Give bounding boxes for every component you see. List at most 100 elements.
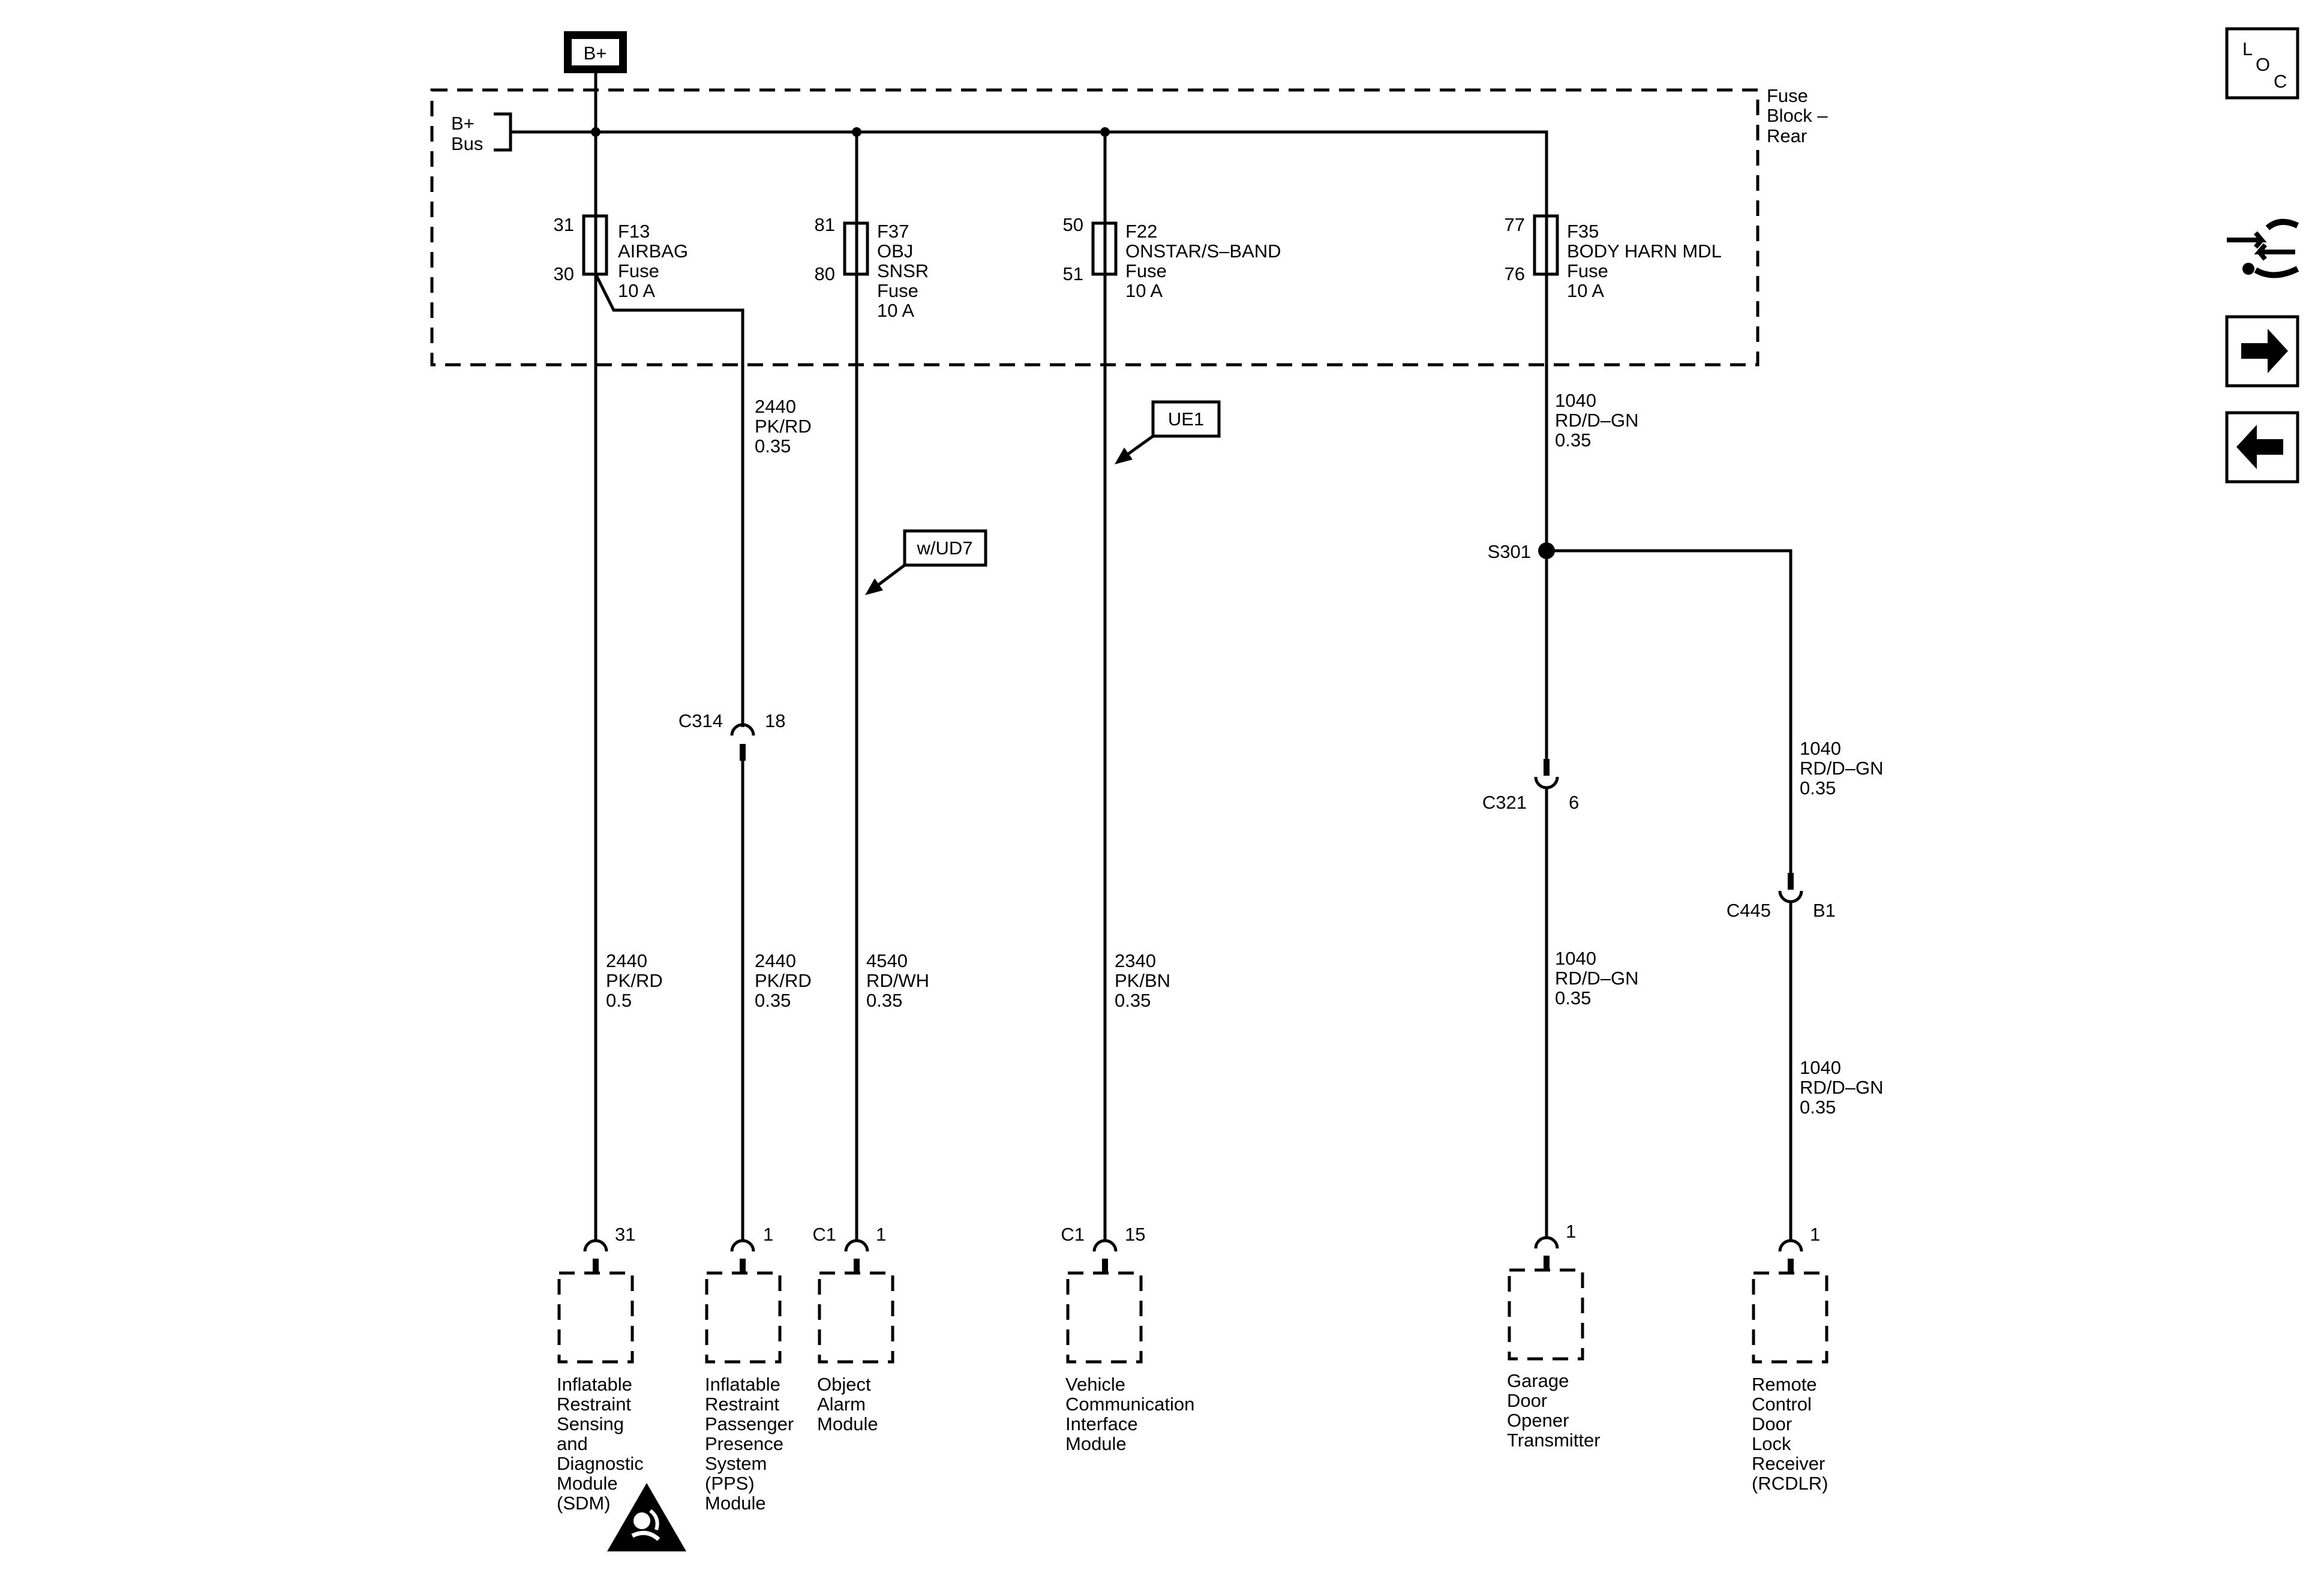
svg-text:RD/D–GN: RD/D–GN — [1800, 1077, 1884, 1098]
svg-text:Block –: Block – — [1767, 105, 1828, 126]
svg-text:Opener: Opener — [1507, 1410, 1569, 1431]
module-sdm: 31 Inflatable Restraint Sensing and Diag… — [557, 1224, 644, 1514]
svg-text:31: 31 — [615, 1224, 635, 1245]
svg-text:2440: 2440 — [755, 950, 796, 971]
svg-text:81: 81 — [815, 214, 835, 235]
connector-c321: C321 6 — [1482, 759, 1579, 813]
svg-text:RD/WH: RD/WH — [866, 970, 929, 991]
svg-text:4540: 4540 — [866, 950, 908, 971]
svg-text:10 A: 10 A — [877, 300, 914, 321]
svg-text:Fuse: Fuse — [1125, 260, 1167, 281]
svg-text:15: 15 — [1125, 1224, 1145, 1245]
wire-label-2340: 2340 PK/BN 0.35 — [1115, 950, 1170, 1011]
connector-c314: C314 18 — [678, 710, 785, 761]
svg-text:Module: Module — [557, 1473, 618, 1494]
svg-text:F37: F37 — [877, 221, 909, 242]
svg-text:RD/D–GN: RD/D–GN — [1555, 968, 1639, 989]
svg-text:C1: C1 — [1061, 1224, 1085, 1245]
svg-text:6: 6 — [1569, 792, 1579, 813]
svg-text:Restraint: Restraint — [705, 1394, 779, 1415]
b-plus-terminal: B+ — [564, 31, 627, 73]
fuse-f37: 81 80 F37 OBJ SNSR Fuse 10 A — [815, 214, 929, 321]
svg-text:Object: Object — [817, 1374, 871, 1395]
arrow-right-icon[interactable] — [2225, 315, 2299, 388]
svg-text:Transmitter: Transmitter — [1507, 1430, 1601, 1451]
svg-text:ONSTAR/S–BAND: ONSTAR/S–BAND — [1125, 241, 1281, 262]
svg-text:SNSR: SNSR — [877, 260, 929, 281]
svg-text:1040: 1040 — [1800, 738, 1841, 759]
svg-text:Remote: Remote — [1752, 1374, 1817, 1395]
svg-text:0.35: 0.35 — [1800, 1097, 1836, 1118]
svg-text:1: 1 — [1566, 1221, 1576, 1242]
module-vcim: C1 15 Vehicle Communication Interface Mo… — [1061, 1224, 1194, 1454]
fuse-f35: 77 76 F35 BODY HARN MDL Fuse 10 A — [1505, 214, 1722, 301]
svg-text:Sensing: Sensing — [557, 1413, 624, 1434]
svg-text:0.35: 0.35 — [1115, 990, 1151, 1011]
wire-label-1040-rcdlr-lower: 1040 RD/D–GN 0.35 — [1800, 1057, 1884, 1118]
fuse-f13: 31 30 F13 AIRBAG Fuse 10 A — [554, 214, 689, 301]
arrow-left-icon[interactable] — [2225, 411, 2299, 484]
module-rcdlr: 1 Remote Control Door Lock Receiver (RCD… — [1752, 1224, 1828, 1494]
svg-text:UE1: UE1 — [1168, 409, 1204, 430]
svg-text:RD/D–GN: RD/D–GN — [1800, 758, 1884, 779]
svg-text:Door: Door — [1507, 1390, 1547, 1411]
svg-text:Alarm: Alarm — [817, 1394, 866, 1415]
svg-text:w/UD7: w/UD7 — [916, 538, 972, 559]
svg-text:Inflatable: Inflatable — [557, 1374, 632, 1395]
svg-text:Module: Module — [705, 1493, 766, 1514]
bus-junction — [1100, 127, 1110, 137]
fuse-block-label: Fuse Block – Rear — [1767, 85, 1828, 146]
b-plus-label: B+ — [584, 43, 607, 64]
wire-label-1040-rcdlr-upper: 1040 RD/D–GN 0.35 — [1800, 738, 1884, 798]
svg-text:1: 1 — [876, 1224, 886, 1245]
svg-text:31: 31 — [554, 214, 574, 235]
svg-text:Lock: Lock — [1752, 1433, 1791, 1454]
svg-text:76: 76 — [1505, 263, 1525, 284]
svg-text:Rear: Rear — [1767, 125, 1807, 146]
wire-label-2440-sdm: 2440 PK/RD 0.5 — [606, 950, 663, 1011]
svg-text:System: System — [705, 1453, 767, 1474]
svg-text:0.35: 0.35 — [755, 436, 791, 457]
wire-1040-branch — [1547, 549, 1792, 873]
svg-text:2440: 2440 — [606, 950, 647, 971]
svg-text:2440: 2440 — [755, 396, 796, 417]
svg-text:1: 1 — [763, 1224, 773, 1245]
svg-text:10 A: 10 A — [618, 280, 655, 301]
svg-text:BODY HARN MDL: BODY HARN MDL — [1567, 241, 1722, 262]
svg-text:PK/RD: PK/RD — [755, 416, 812, 437]
connector-tool-icon[interactable] — [2227, 219, 2299, 278]
loc-icon[interactable]: L O C — [2225, 27, 2299, 100]
airbag-warning-icon — [607, 1483, 686, 1551]
svg-text:Door: Door — [1752, 1413, 1792, 1434]
wire-label-1040-gdo: 1040 RD/D–GN 0.35 — [1555, 948, 1639, 1008]
svg-text:50: 50 — [1063, 214, 1083, 235]
svg-text:Fuse: Fuse — [1567, 260, 1608, 281]
svg-text:Garage: Garage — [1507, 1370, 1569, 1391]
svg-text:C314: C314 — [678, 710, 723, 731]
svg-text:Module: Module — [1065, 1433, 1127, 1454]
svg-text:C: C — [2274, 71, 2287, 92]
wire-label-2440-pps: 2440 PK/RD 0.35 — [755, 950, 812, 1011]
svg-text:F22: F22 — [1125, 221, 1157, 242]
svg-text:Diagnostic: Diagnostic — [557, 1453, 644, 1474]
svg-text:Passenger: Passenger — [705, 1413, 794, 1434]
svg-text:(RCDLR): (RCDLR) — [1752, 1473, 1828, 1494]
svg-text:O: O — [2256, 54, 2270, 75]
svg-text:Communication: Communication — [1065, 1394, 1194, 1415]
svg-text:Interface: Interface — [1065, 1413, 1138, 1434]
splice-s301: S301 — [1488, 541, 1555, 562]
option-ud7: w/UD7 — [865, 529, 987, 595]
bus-junction — [852, 127, 861, 137]
svg-text:0.35: 0.35 — [1800, 778, 1836, 798]
option-ue1: UE1 — [1115, 400, 1221, 464]
svg-text:51: 51 — [1063, 263, 1083, 284]
svg-text:10 A: 10 A — [1125, 280, 1163, 301]
svg-text:OBJ: OBJ — [877, 241, 913, 262]
bus-bracket — [494, 112, 512, 152]
module-object-alarm: C1 1 Object Alarm Module — [812, 1224, 894, 1434]
svg-text:C445: C445 — [1727, 900, 1771, 921]
svg-text:1: 1 — [1810, 1224, 1820, 1245]
svg-text:10 A: 10 A — [1567, 280, 1604, 301]
svg-text:S301: S301 — [1488, 541, 1531, 562]
svg-text:Control: Control — [1752, 1394, 1812, 1415]
